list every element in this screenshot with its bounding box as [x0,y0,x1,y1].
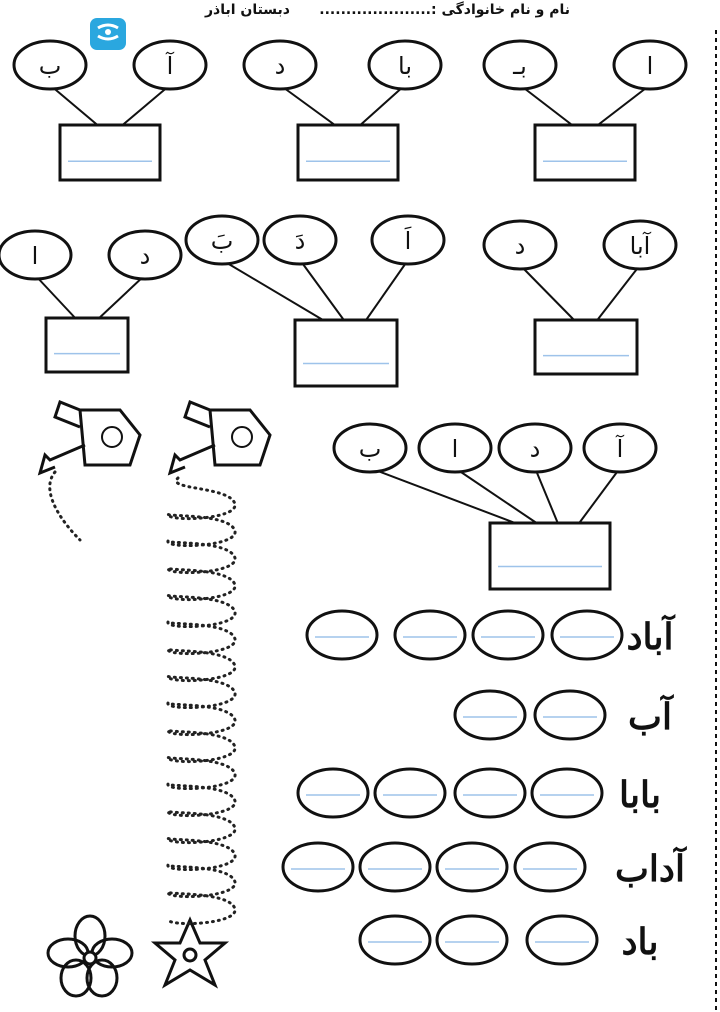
letter-bubble [417,422,493,474]
syllable-oval[interactable] [525,914,599,966]
syllable-oval[interactable] [533,689,607,741]
tracing-path-right [166,476,237,926]
letter-label: د [515,232,526,260]
answer-box[interactable] [58,123,162,182]
word-label: آب [628,693,674,738]
word-label: باد [621,921,658,963]
syllable-oval[interactable] [305,609,379,661]
letter-bubble [582,422,658,474]
answer-box[interactable] [533,318,639,376]
letter-label: با [398,52,412,80]
letter-bubble [184,214,260,266]
school-name: دبستان اباذر [204,2,290,18]
letter-label: ب [359,435,382,463]
answer-box[interactable] [296,123,400,182]
letter-bubble [497,422,573,474]
letter-label: د [275,52,286,80]
letter-label: آ [616,434,625,463]
syllable-oval[interactable] [435,841,509,893]
syllable-oval[interactable] [358,841,432,893]
letter-bubble [0,229,73,281]
watering-can-icon [37,400,142,476]
syllable-oval[interactable] [513,841,587,893]
syllable-oval[interactable] [550,609,624,661]
letter-bubble [132,39,208,91]
letter-label: دَ [295,227,306,255]
letter-combine-group: بـ ا [482,39,688,182]
flower-icon [46,914,134,998]
answer-box[interactable] [293,318,399,388]
student-name-label: نام و نام خانوادگی :....................… [319,2,570,18]
syllable-oval[interactable] [281,841,355,893]
word-split-row: باد [358,914,659,966]
site-logo-icon [90,18,126,50]
word-split-row: آب [453,689,674,741]
letter-combine-group: د آبا [482,219,678,376]
letter-label: آ [166,51,175,80]
syllable-oval[interactable] [471,609,545,661]
watering-can-icon [167,400,272,476]
syllable-oval[interactable] [453,767,527,819]
letter-label: بَ [211,227,234,255]
word-split-row: بابا [296,767,661,819]
word-label: آداب [615,845,687,890]
letter-bubble [370,214,446,266]
letter-bubble [12,39,88,91]
answer-box[interactable] [44,316,130,374]
letter-bubble [612,39,688,91]
letter-label: ا [647,52,654,80]
answer-box[interactable] [533,123,637,182]
syllable-oval[interactable] [453,689,527,741]
letter-label: د [140,242,151,270]
letter-label: اَ [404,227,412,255]
letter-label: ب [39,52,62,80]
letter-combine-group: د با [242,39,443,182]
letter-label: بـ [512,52,527,80]
letter-combine-group: بَ دَ اَ [184,214,446,388]
syllable-oval[interactable] [373,767,447,819]
letter-label: ا [452,435,459,463]
word-split-row: آباد [305,609,676,661]
answer-box[interactable] [488,521,612,591]
letter-bubble [107,229,183,281]
word-label: بابا [619,774,661,816]
letter-bubble [332,422,408,474]
syllable-oval[interactable] [530,767,604,819]
letter-label: آبا [630,231,652,260]
letter-bubble [602,219,678,271]
word-split-row: آداب [281,841,687,893]
letter-bubble [367,39,443,91]
letter-label: ا [32,242,39,270]
letter-bubble [242,39,318,91]
syllable-oval[interactable] [393,609,467,661]
letter-label: د [530,435,541,463]
letter-bubble [262,214,338,266]
letter-bubble [482,219,558,271]
tracing-path-left [48,470,82,542]
flower-icon [150,916,230,989]
syllable-oval[interactable] [296,767,370,819]
word-label: آباد [626,613,675,658]
syllable-oval[interactable] [358,914,432,966]
letter-bubble [482,39,558,91]
syllable-oval[interactable] [435,914,509,966]
